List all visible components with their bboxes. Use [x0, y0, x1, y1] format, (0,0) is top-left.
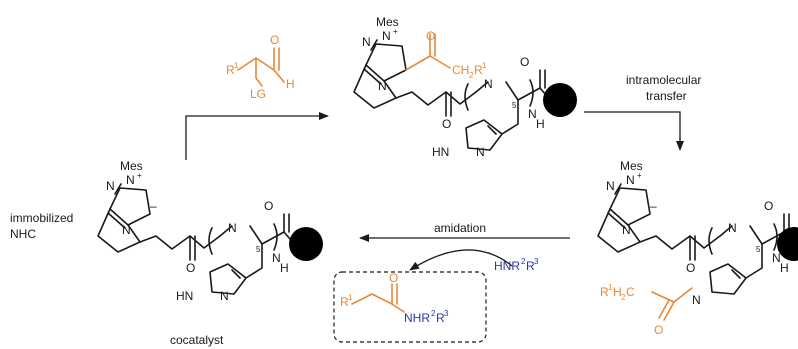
sup1-right: 1 [608, 283, 613, 292]
atom-n-top-2: N [378, 79, 387, 93]
charge-minus-left: – [150, 199, 157, 213]
charge-plus-right: + [637, 171, 642, 180]
amine-sup3: 3 [534, 257, 539, 266]
atom-n-top-1: N [362, 35, 371, 49]
immobilized-nhc-structure [97, 183, 297, 295]
sup1-product: 1 [348, 293, 353, 302]
repeat-five-top: 5 [512, 101, 517, 110]
atom-nh-left-2: N [272, 251, 281, 265]
atom-nh-top: N [484, 77, 493, 91]
atom-mes-right: Mes [620, 159, 643, 173]
atom-n-top-imid: N [476, 145, 485, 159]
atom-r-ald: R [226, 63, 235, 77]
atom-n-left-1: N [106, 179, 115, 193]
resin-bead-right [777, 227, 798, 261]
resin-bead-left [289, 227, 323, 261]
atom-c-right-orange: C [626, 285, 635, 299]
atom-nh-right: N [728, 221, 737, 235]
arrow-release [409, 249, 513, 271]
atom-h-right-2: H [780, 261, 789, 275]
label-cocatalyst: cocatalyst [170, 333, 224, 347]
atom-o-acyl-top: O [426, 29, 435, 43]
sup1-top: 1 [482, 61, 487, 70]
amine-reagent-hnr: HNR [494, 259, 520, 273]
atom-n-right-1: N [606, 179, 615, 193]
atom-h-left-2: H [280, 261, 289, 275]
atom-n-right-imid: N [692, 293, 701, 307]
atom-lg-ald: LG [250, 87, 266, 101]
charge-plus-left: + [137, 171, 142, 180]
atom-hn-top: HN [432, 145, 449, 159]
repeat-five-left: 5 [256, 245, 261, 254]
atom-nplus-top: N [382, 29, 391, 43]
atom-r3-product: R [436, 311, 445, 325]
atom-nplus-right: N [626, 173, 635, 187]
atom-nh-left: N [228, 221, 237, 235]
atom-o-ald: O [270, 33, 279, 47]
sub2-right: 2 [621, 293, 626, 302]
acyl-imidazole-structure [597, 183, 790, 321]
sup2-product: 2 [431, 309, 436, 318]
repeat-five-right: 5 [756, 245, 761, 254]
atom-o-top-bottom: O [442, 117, 451, 131]
label-nhc: NHC [10, 227, 36, 241]
atom-r-top: R [474, 63, 483, 77]
sup3-product: 3 [444, 309, 449, 318]
atom-o-right-top: O [764, 199, 773, 213]
label-intramolecular: intramolecular [626, 73, 701, 87]
charge-plus-top: + [393, 27, 398, 36]
amine-sup2: 2 [521, 257, 526, 266]
sub2-top: 2 [469, 71, 474, 80]
arrow-intramolecular [584, 111, 684, 151]
atom-r-right: R [600, 285, 609, 299]
atom-hn-left: HN [176, 289, 193, 303]
atom-mes-left: Mes [120, 159, 143, 173]
aldehyde-reagent [237, 47, 285, 87]
label-amidation: amidation [434, 221, 486, 235]
resin-bead-top [543, 83, 577, 117]
atom-n-left-2: N [122, 223, 131, 237]
charge-minus-right: – [650, 199, 657, 213]
atom-nh-right-2: N [772, 251, 781, 265]
atom-n-left-imid: N [220, 289, 229, 303]
atom-o-top-right: O [520, 55, 529, 69]
atom-r-product: R [340, 295, 349, 309]
sup1-ald: 1 [234, 61, 239, 70]
atom-o-right-bottom: O [686, 261, 695, 275]
atom-h-ald: H [286, 77, 295, 91]
label-transfer: transfer [646, 89, 687, 103]
atom-o-product: O [389, 271, 398, 285]
atom-h-top-2: H [536, 117, 545, 131]
amide-product [351, 283, 405, 313]
atom-o-left-bottom: O [186, 261, 195, 275]
atom-h-right-orange: H [613, 285, 622, 299]
atom-nh-top-2: N [528, 107, 537, 121]
atom-nplus-left: N [126, 173, 135, 187]
atom-ch2-top: CH [452, 63, 469, 77]
amine-r3: R [526, 259, 535, 273]
product-box [333, 271, 487, 343]
label-immobilized: immobilized [10, 211, 73, 225]
arrow-acylation [185, 112, 329, 160]
atom-o-left-top: O [264, 199, 273, 213]
atom-nhr-product: NHR [404, 311, 430, 325]
atom-mes-top: Mes [376, 15, 399, 29]
atom-o-acyl-right: O [654, 323, 663, 337]
atom-n-right-2: N [622, 223, 631, 237]
